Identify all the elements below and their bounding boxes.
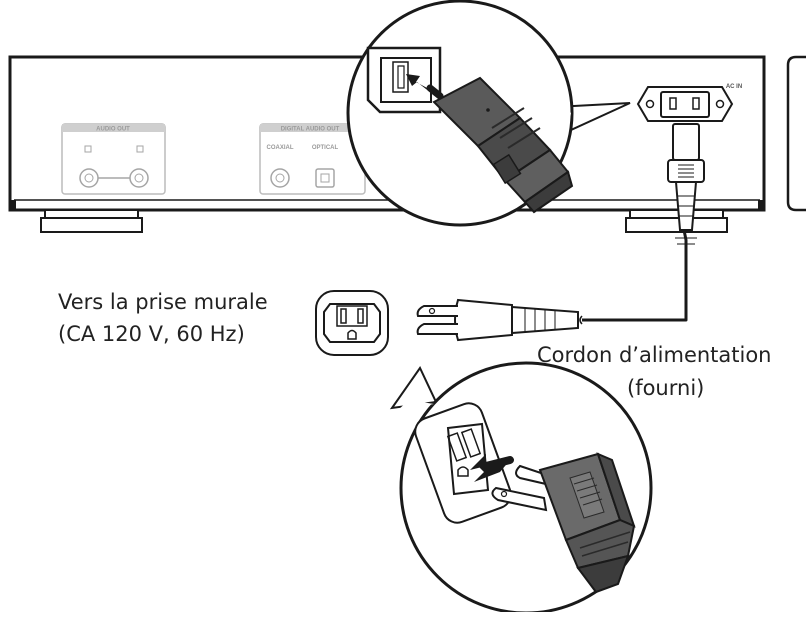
adjacent-device-edge [786,55,806,212]
ac-in-label: AC IN [726,84,742,90]
cord-cable [582,229,688,322]
wall-outlet-label-line1: Vers la prise murale [58,290,268,314]
iec-connector-body [672,123,700,161]
audio-out-label: AUDIO OUT [96,127,130,133]
right-channel-mark [136,145,144,153]
coaxial-label: COAXIAL [267,145,294,151]
power-cord-label-line1: Cordon d’alimentation [537,343,772,367]
power-cord-label-line2: (fourni) [627,376,705,400]
coaxial-jack [270,168,290,188]
plug-head [454,298,513,342]
wall-plug-closeup [538,452,636,594]
outlet-magnifier [389,361,653,615]
plug-prong-bottom [416,323,458,335]
iec-plug-closeup [432,76,574,214]
chassis-corner-right [758,200,764,210]
right-foot [625,209,728,233]
audio-out-section: AUDIO OUT [61,123,166,195]
power-cord [416,123,705,342]
ac-in-socket: AC IN [636,84,742,122]
chassis-corner-left [10,200,16,210]
plug-prong-top [416,305,458,317]
left-foot [40,209,143,233]
wall-plug [416,298,583,342]
optical-jack [315,168,335,188]
left-channel-mark [84,145,92,153]
ac-in-magnifier [346,0,631,227]
optical-label: OPTICAL [312,145,339,151]
wall-outlet-label-line2: (CA 120 V, 60 Hz) [58,322,245,346]
wall-outlet-icon [315,290,389,356]
digital-audio-out-label: DIGITAL AUDIO OUT [281,127,340,133]
